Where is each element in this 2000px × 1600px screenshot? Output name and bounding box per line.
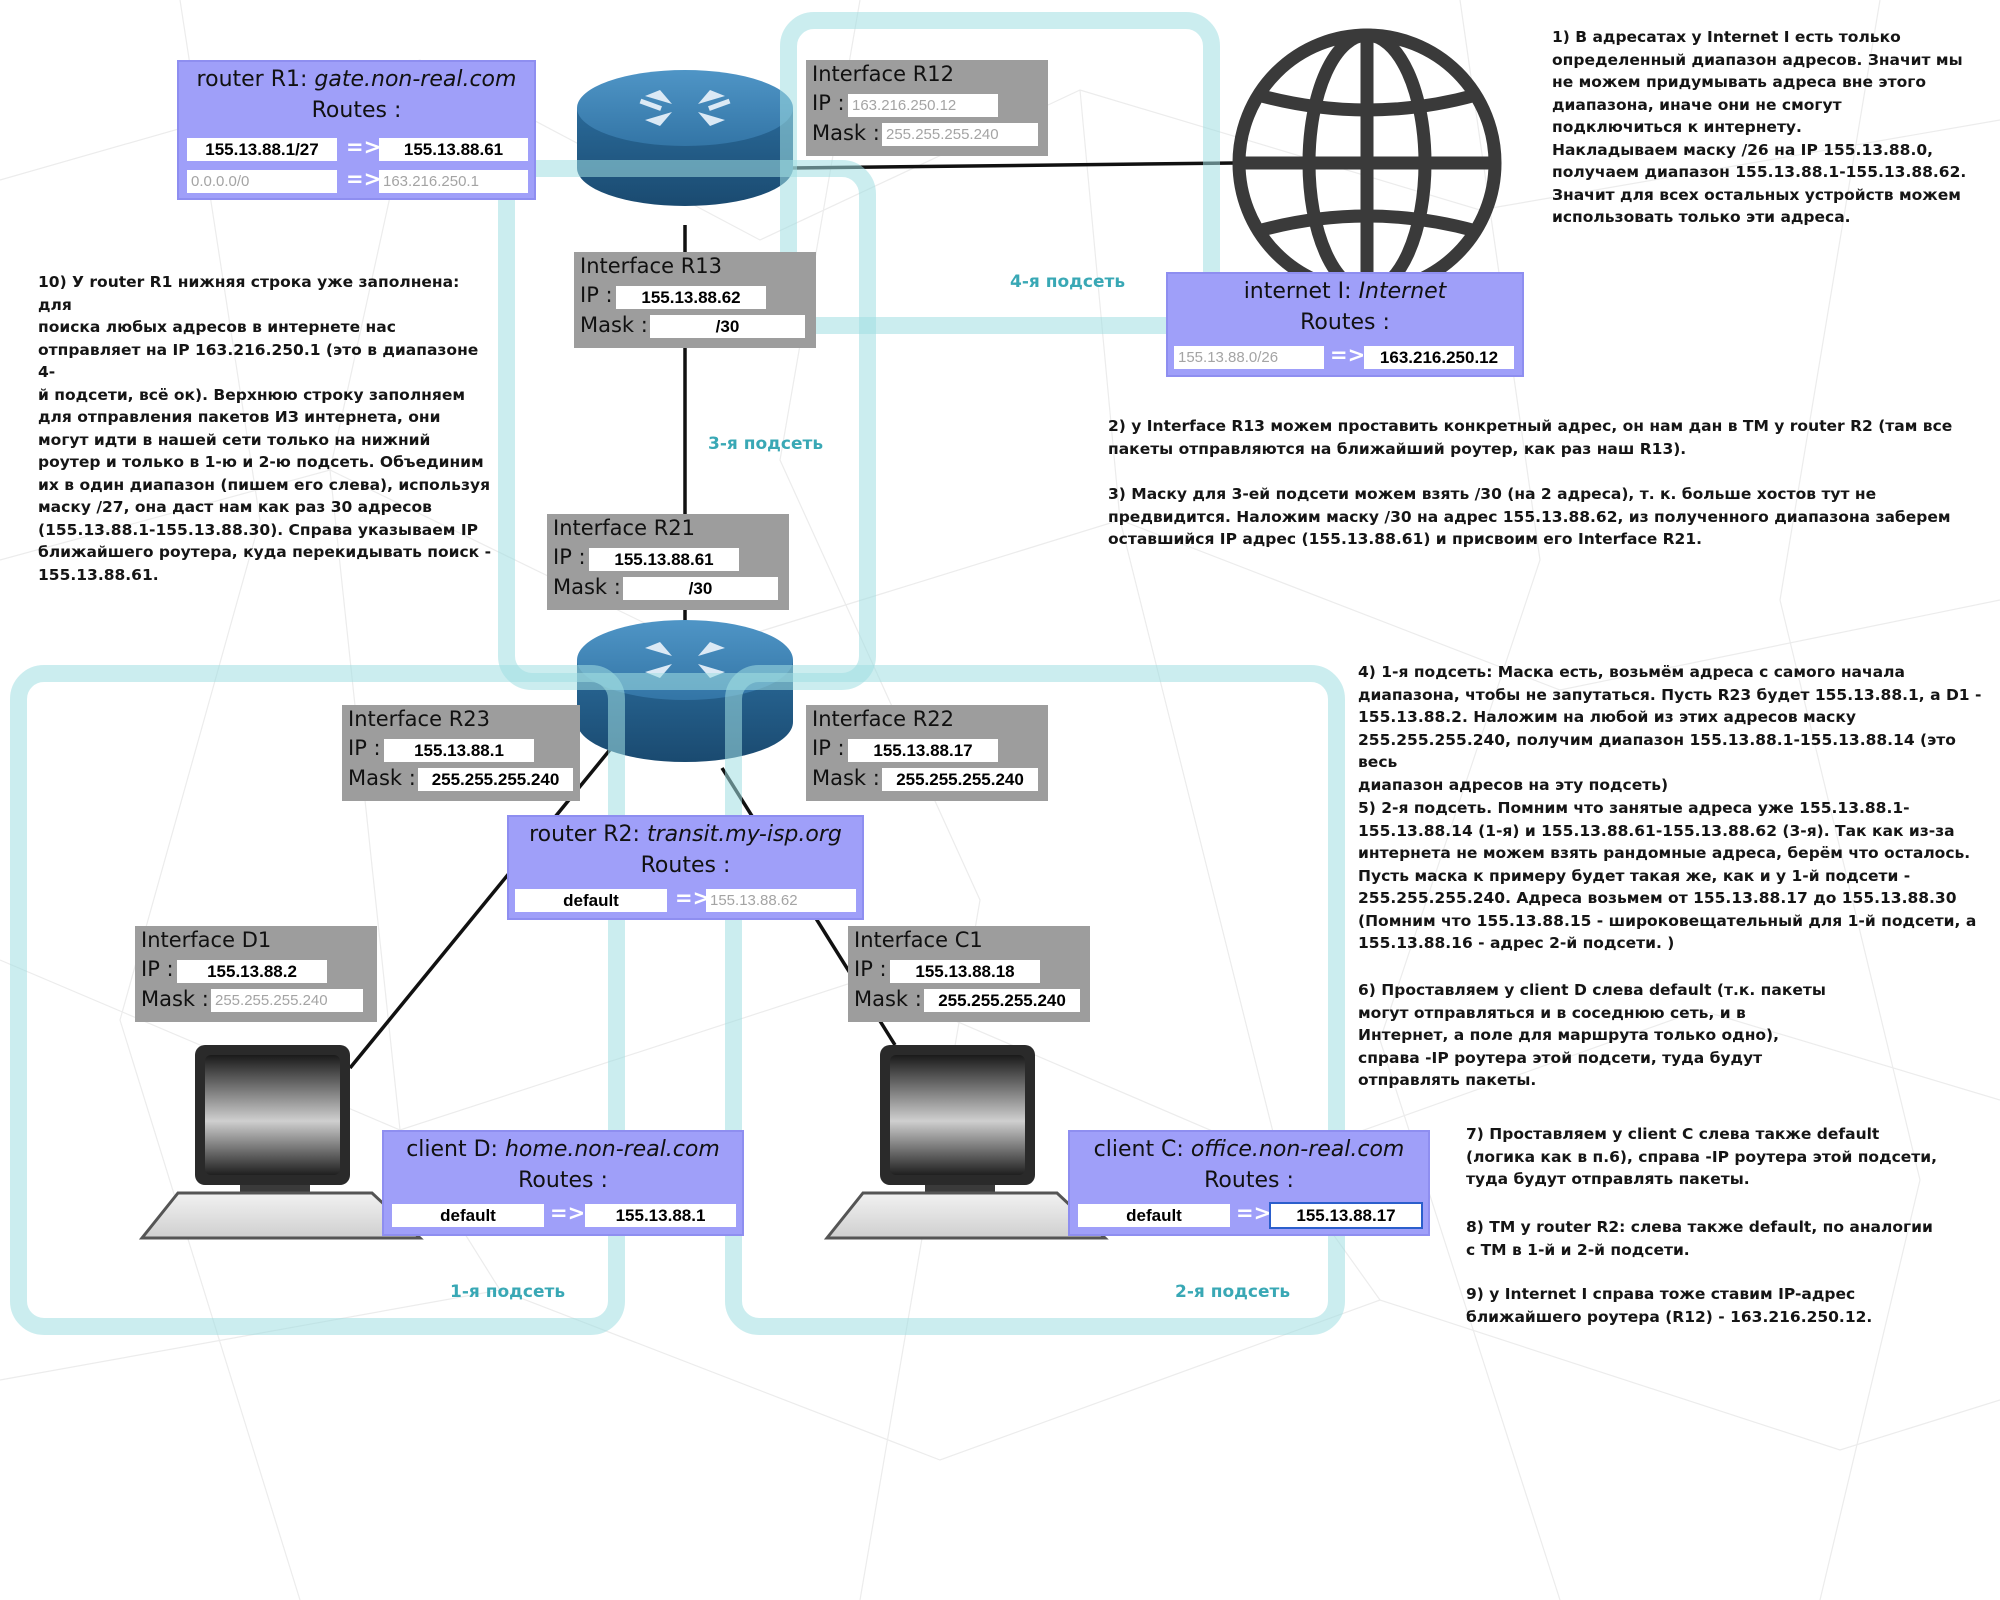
- interface-d1-ip-label: IP :: [141, 957, 174, 981]
- interface-c1-ip-label: IP :: [854, 957, 887, 981]
- interface-r21-box: Interface R21 IP : 155.13.88.61 Mask : /…: [547, 514, 789, 610]
- interface-r12-ip-label: IP :: [812, 91, 845, 115]
- interface-r21-title: Interface R21: [553, 516, 696, 540]
- r2-route-1-dest[interactable]: default: [515, 889, 667, 912]
- router-r1-title: router R1: gate.non-real.com: [196, 67, 517, 92]
- interface-r12-title: Interface R12: [812, 62, 955, 86]
- note-8: 8) ТМ у router R2: слева также default, …: [1466, 1218, 1933, 1259]
- interface-r13-box: Interface R13 IP : 155.13.88.62 Mask : /…: [574, 252, 816, 348]
- client-c-computer-icon: [823, 1045, 1109, 1240]
- internet-route-1-gateway[interactable]: 163.216.250.12: [1364, 346, 1514, 369]
- client-d-route-1-arrow: =>: [550, 1201, 586, 1225]
- interface-r22-mask-field[interactable]: 255.255.255.240: [882, 768, 1038, 791]
- interface-r22-title: Interface R22: [812, 707, 955, 731]
- interface-r23-ip-label: IP :: [348, 736, 381, 760]
- router-r1-icon: [577, 70, 793, 206]
- interface-r13-ip-label: IP :: [580, 283, 613, 307]
- interface-r21-ip-label: IP :: [553, 545, 586, 569]
- note-6: 6) Проставляем у client D слева default …: [1358, 981, 1826, 1089]
- interface-d1-box: Interface D1 IP : 155.13.88.2 Mask : 255…: [135, 926, 377, 1022]
- client-c-route-1-dest[interactable]: default: [1078, 1204, 1230, 1227]
- interface-r13-title: Interface R13: [580, 254, 723, 278]
- interface-r12-ip-field[interactable]: 163.216.250.12: [848, 94, 998, 117]
- interface-r12-mask-field[interactable]: 255.255.255.240: [882, 123, 1038, 146]
- subnet-3-zone: [498, 160, 876, 690]
- subnet-2-label: 2-я подсеть: [1175, 1282, 1291, 1302]
- r2-route-1-arrow: =>: [675, 886, 711, 910]
- interface-r22-ip-label: IP :: [812, 736, 845, 760]
- interface-r13-mask-field[interactable]: /30: [650, 315, 805, 338]
- interface-c1-mask-label: Mask :: [854, 987, 922, 1011]
- r2-route-1-gateway[interactable]: 155.13.88.62: [706, 889, 856, 912]
- client-c-routes-label: Routes :: [1204, 1168, 1294, 1193]
- interface-r13-ip-field[interactable]: 155.13.88.62: [616, 286, 766, 309]
- client-d-route-1-dest[interactable]: default: [392, 1204, 544, 1227]
- interface-d1-mask-label: Mask :: [141, 987, 209, 1011]
- note-10: 10) У router R1 нижняя строка уже заполн…: [38, 273, 492, 584]
- router-r1-routes-box: router R1: gate.non-real.com Routes : 15…: [177, 60, 536, 200]
- r1-route-2-dest[interactable]: 0.0.0.0/0: [187, 170, 337, 193]
- interface-r23-mask-label: Mask :: [348, 766, 416, 790]
- internet-i-title: internet I: Internet: [1243, 279, 1447, 304]
- interface-r23-mask-field[interactable]: 255.255.255.240: [418, 768, 573, 791]
- interface-r23-box: Interface R23 IP : 155.13.88.1 Mask : 25…: [342, 705, 580, 801]
- router-r1-routes-label: Routes :: [311, 98, 402, 123]
- client-d-routes-label: Routes :: [518, 1168, 608, 1193]
- client-d-routes-box: client D: home.non-real.com Routes : def…: [382, 1130, 744, 1236]
- interface-r12-box: Interface R12 IP : 163.216.250.12 Mask :…: [806, 60, 1048, 156]
- interface-r21-ip-field[interactable]: 155.13.88.61: [589, 548, 739, 571]
- client-d-computer-icon: [138, 1045, 424, 1240]
- interface-r12-mask-label: Mask :: [812, 121, 880, 145]
- interface-r22-box: Interface R22 IP : 155.13.88.17 Mask : 2…: [806, 705, 1048, 801]
- subnet-4-zone: [780, 12, 1220, 334]
- client-d-title: client D: home.non-real.com: [406, 1137, 720, 1162]
- interface-c1-mask-field[interactable]: 255.255.255.240: [924, 989, 1080, 1012]
- subnet-1-label: 1-я подсеть: [450, 1282, 566, 1302]
- router-r2-title: router R2: transit.my-isp.org: [529, 822, 842, 847]
- r1-route-1-gateway[interactable]: 155.13.88.61: [379, 138, 528, 161]
- note-3: 3) Маску для 3-ей подсети можем взять /3…: [1108, 485, 1951, 548]
- internet-i-routes-box: internet I: Internet Routes : 155.13.88.…: [1166, 272, 1524, 377]
- internet-route-1-dest[interactable]: 155.13.88.0/26: [1174, 346, 1324, 369]
- interface-r23-ip-field[interactable]: 155.13.88.1: [384, 739, 534, 762]
- client-c-routes-box: client C: office.non-real.com Routes : d…: [1068, 1130, 1430, 1236]
- interface-r23-title: Interface R23: [348, 707, 491, 731]
- interface-r21-mask-field[interactable]: /30: [623, 577, 778, 600]
- note-5: 5) 2-я подсеть. Помним что занятые адрес…: [1358, 799, 1977, 952]
- interface-r21-mask-label: Mask :: [553, 575, 621, 599]
- note-9: 9) у Internet I справа тоже ставим IP-ад…: [1466, 1285, 1873, 1326]
- r1-route-2-gateway[interactable]: 163.216.250.1: [379, 170, 528, 193]
- note-2: 2) у Interface R13 можем проставить конк…: [1108, 417, 1953, 458]
- interface-c1-ip-field[interactable]: 155.13.88.18: [890, 960, 1040, 983]
- r1-route-2-arrow: =>: [346, 167, 382, 191]
- note-1: 1) В адресатах у Internet I есть только …: [1552, 28, 1967, 226]
- note-4: 4) 1-я подсеть: Маска есть, возьмём адре…: [1358, 663, 1982, 794]
- router-r2-routes-box: router R2: transit.my-isp.org Routes : d…: [507, 815, 864, 920]
- client-c-route-1-arrow: =>: [1236, 1201, 1272, 1225]
- interface-r22-ip-field[interactable]: 155.13.88.17: [848, 739, 998, 762]
- interface-r22-mask-label: Mask :: [812, 766, 880, 790]
- interface-r13-mask-label: Mask :: [580, 313, 648, 337]
- internet-i-routes-label: Routes :: [1300, 310, 1390, 335]
- router-r2-routes-label: Routes :: [640, 853, 731, 878]
- interface-c1-title: Interface C1: [854, 928, 983, 952]
- subnet-4-label: 4-я подсеть: [1010, 272, 1126, 292]
- r1-route-1-dest[interactable]: 155.13.88.1/27: [187, 138, 337, 161]
- interface-d1-ip-field[interactable]: 155.13.88.2: [177, 960, 327, 983]
- client-c-title: client C: office.non-real.com: [1093, 1137, 1405, 1162]
- interface-d1-title: Interface D1: [141, 928, 272, 952]
- internet-globe-icon: [1232, 28, 1502, 298]
- internet-route-1-arrow: =>: [1330, 343, 1366, 367]
- note-7: 7) Проставляем у client C слева также de…: [1466, 1125, 1938, 1188]
- interface-d1-mask-field[interactable]: 255.255.255.240: [211, 989, 363, 1012]
- subnet-3-label: 3-я подсеть: [708, 434, 824, 454]
- r1-route-1-arrow: =>: [346, 135, 382, 159]
- client-c-route-1-gateway[interactable]: 155.13.88.17: [1269, 1202, 1423, 1229]
- interface-c1-box: Interface C1 IP : 155.13.88.18 Mask : 25…: [848, 926, 1090, 1022]
- client-d-route-1-gateway[interactable]: 155.13.88.1: [585, 1204, 736, 1227]
